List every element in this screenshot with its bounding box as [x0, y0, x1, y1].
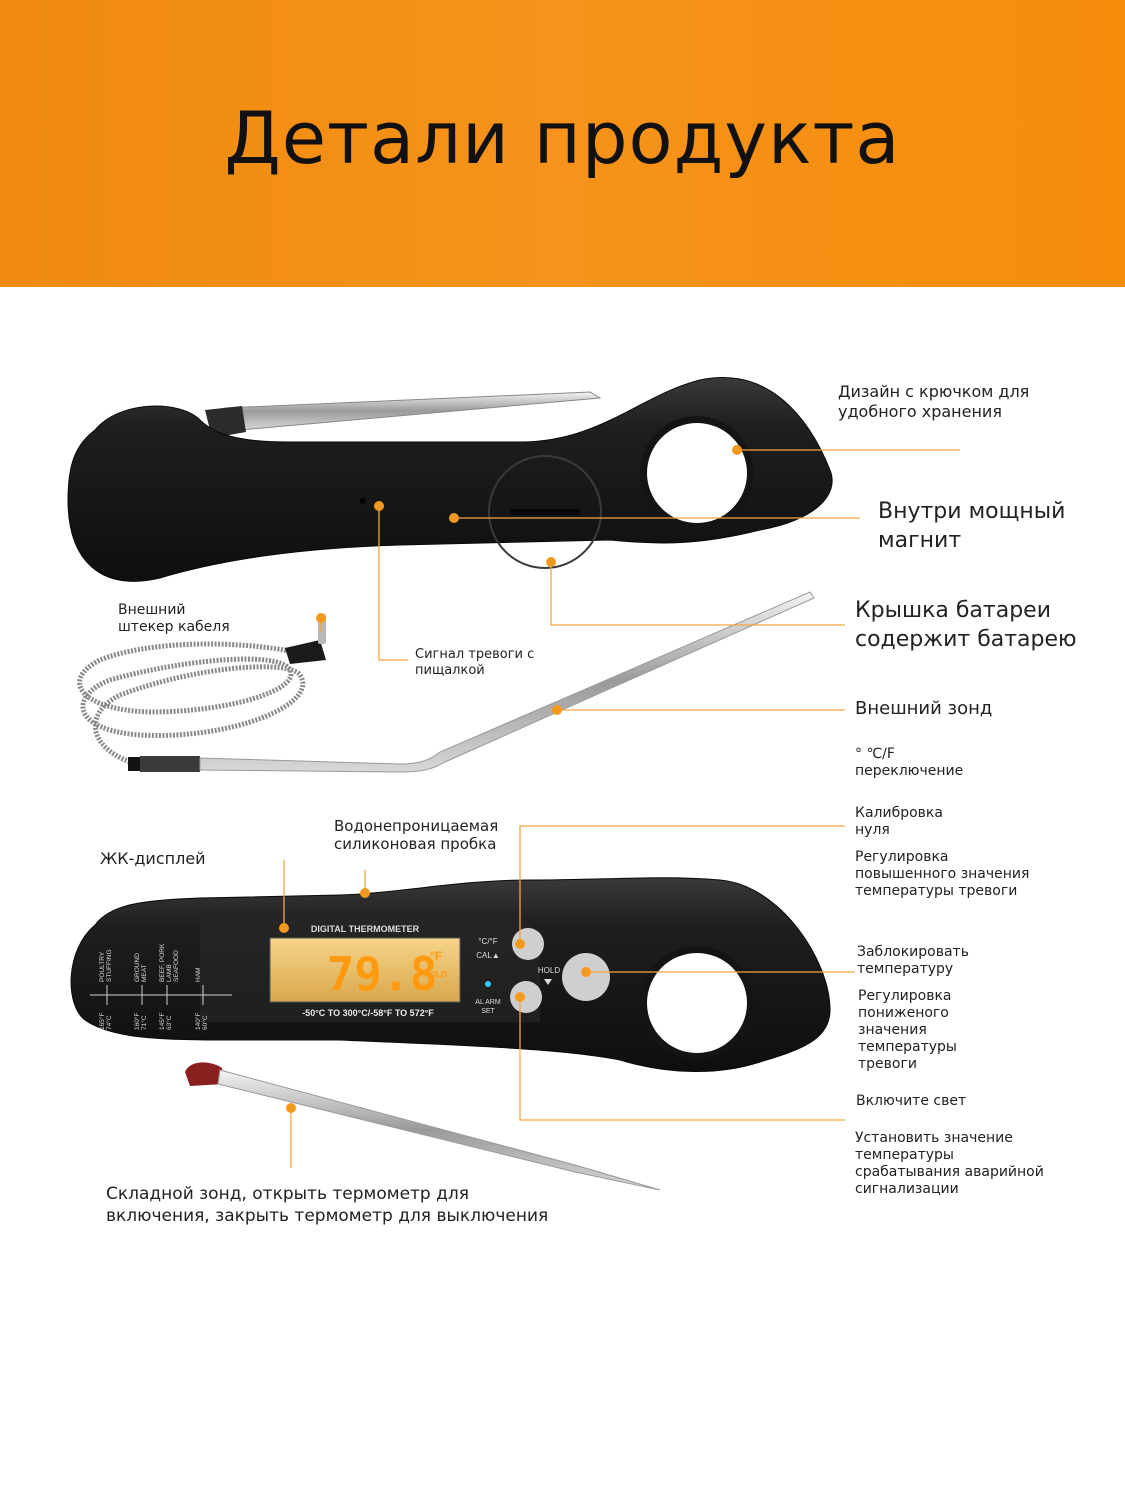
label-waterproof-plug: Водонепроницаемая силиконовая пробка — [334, 817, 499, 854]
label-alarm-set: Установить значение температуры срабатыв… — [855, 1130, 1044, 1198]
front-hook-hole — [647, 953, 747, 1053]
probe-handle — [140, 756, 200, 772]
down-arrow-icon — [544, 979, 552, 985]
food-guide-temp: 71°C — [140, 1015, 148, 1030]
food-guide-temp: 60°C — [201, 1015, 209, 1030]
label-external-probe: Внешний зонд — [855, 698, 993, 719]
food-guide-food: HAM — [195, 968, 202, 982]
food-guide-temp: 74°C — [105, 1015, 113, 1030]
callout-lines — [283, 449, 960, 1168]
down-set-button[interactable] — [510, 981, 542, 1013]
braided-cable — [77, 641, 306, 768]
label-cable-plug: Внешний штекер кабеля — [118, 602, 230, 636]
led-indicator-icon — [485, 981, 491, 987]
thermometer-front: DIGITAL THERMOMETER 79.8 °F HOLD -50°C T… — [70, 877, 831, 1191]
label-buzzer: Сигнал тревоги с пищалкой — [415, 647, 535, 678]
btn-alarm-label: AL ARM — [475, 999, 501, 1006]
btn-cf-label: °C/°F — [478, 937, 497, 946]
lcd-unit: °F — [430, 949, 442, 963]
hook-hole — [647, 423, 747, 523]
food-guide-temp: 145°F — [158, 1013, 166, 1030]
food-guide-food: STUFFING — [106, 950, 113, 983]
cable-plug — [285, 640, 326, 664]
btn-cal-label: CAL▲ — [476, 951, 499, 960]
thermometer-back — [67, 377, 833, 582]
lcd-hold-indicator: HOLD — [424, 970, 447, 979]
back-body — [67, 377, 833, 582]
label-zero-calibration: Калибровка нуля — [855, 805, 943, 839]
lcd-screen — [269, 937, 461, 1003]
battery-slot — [510, 509, 580, 515]
btn-set-label: SET — [481, 1008, 495, 1015]
label-lcd: ЖК-дисплей — [100, 849, 206, 868]
folding-probe-needle — [217, 1069, 661, 1191]
food-guide-temp: 140°F — [194, 1013, 202, 1030]
label-alarm-down: Регулировка пониженого значения температ… — [858, 988, 957, 1073]
food-guide-food: POULTRY — [99, 951, 106, 982]
label-folding-probe: Складной зонд, открыть термометр для вкл… — [106, 1184, 549, 1227]
btn-hold-label: HOLD — [538, 966, 560, 975]
label-light: Включите свет — [856, 1093, 967, 1109]
food-guide-food: BEEF, PORK — [159, 943, 166, 982]
folded-probe — [208, 391, 602, 431]
probe-needle — [199, 591, 815, 773]
lcd-reading: 79.8 — [327, 947, 438, 1001]
food-guide-temp: 165°F — [98, 1013, 106, 1030]
label-battery-cover: Крышка батареи содержит батарею — [855, 598, 1077, 652]
page-title: Детали продукта — [224, 96, 901, 180]
label-alarm-up: Регулировка повышенного значения темпера… — [855, 849, 1030, 900]
label-hook-design: Дизайн с крючком для удобного хранения — [838, 382, 1030, 421]
range-text: -50°C TO 300°C/-58°F TO 572°F — [302, 1008, 434, 1018]
callout-dots — [279, 445, 742, 1113]
food-guide-food: SEAFOOD — [173, 950, 180, 982]
battery-cover — [488, 455, 602, 569]
food-guide-temp: 63°C — [165, 1015, 173, 1030]
food-guide-food: MEAT — [141, 964, 148, 982]
folding-probe-hinge — [185, 1062, 224, 1086]
food-guide-temp: 160°F — [133, 1013, 141, 1030]
header-banner: Детали продукта — [0, 0, 1125, 287]
buzzer-hole — [359, 497, 367, 505]
label-lock-temperature: Заблокировать температуру — [857, 944, 969, 978]
label-magnet: Внутри мощный магнит — [878, 499, 1066, 553]
brand-text: DIGITAL THERMOMETER — [311, 924, 420, 934]
food-guide-food: LAMB — [166, 964, 173, 982]
probe-handle-end — [128, 757, 142, 771]
product-illustration: DIGITAL THERMOMETER 79.8 °F HOLD -50°C T… — [67, 377, 960, 1191]
food-guide-food: GROUND — [134, 953, 141, 982]
probe-hinge — [205, 406, 246, 438]
label-cf-switch: ° ℃/F переключение — [855, 746, 964, 780]
